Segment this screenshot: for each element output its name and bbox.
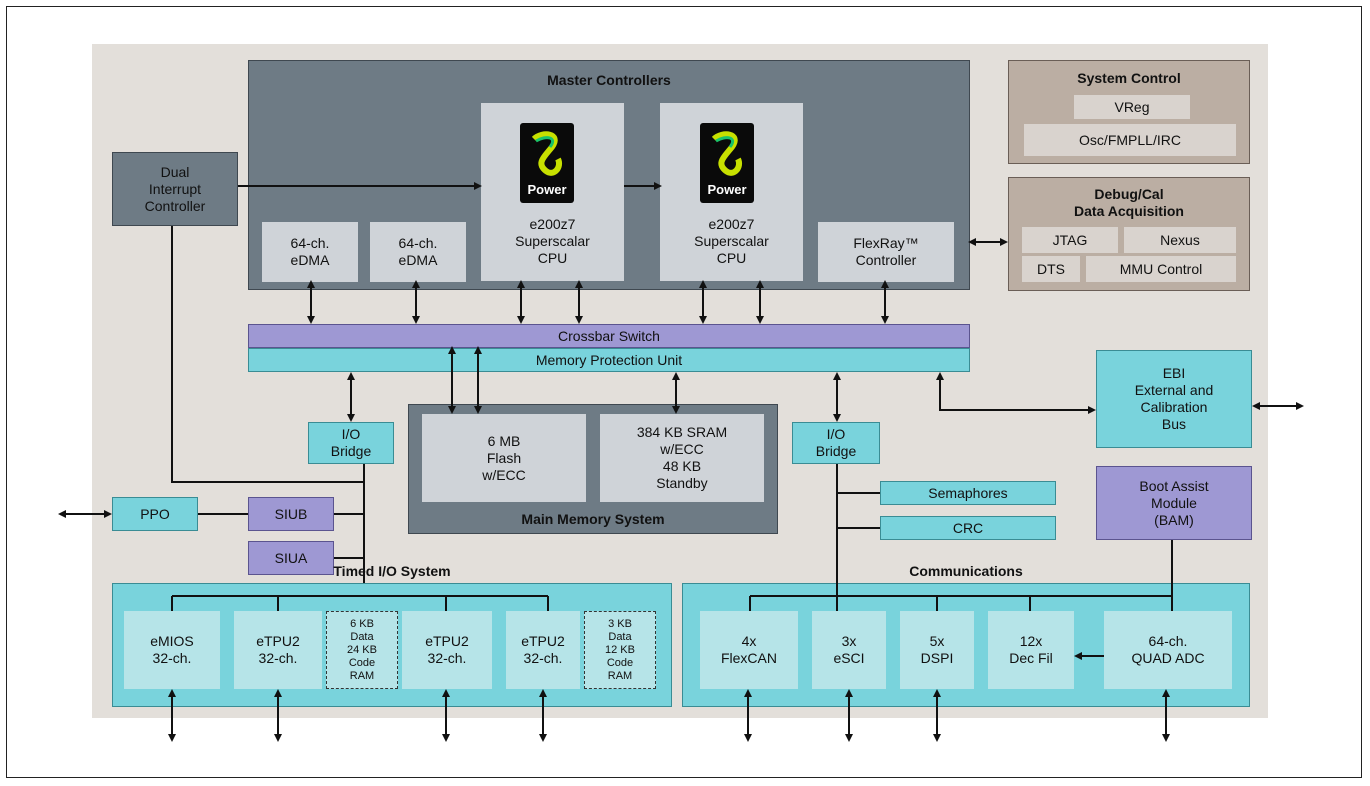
power-logo-2: Power	[700, 123, 754, 203]
edma-1: 64-ch. eDMA	[262, 222, 358, 282]
etpu-ram-2: 3 KB Data 12 KB Code RAM	[584, 611, 656, 689]
dspi: 5x DSPI	[900, 611, 974, 689]
crossbar-switch: Crossbar Switch	[248, 324, 970, 348]
etpu2-2: eTPU2 32-ch.	[402, 611, 492, 689]
etpu2-1: eTPU2 32-ch.	[234, 611, 322, 689]
power-logo-1: Power	[520, 123, 574, 203]
debug-title: Debug/Cal Data Acquisition	[1074, 186, 1184, 219]
mmu-control: MMU Control	[1086, 256, 1236, 282]
cpu-1-label: e200z7 Superscalar CPU	[515, 216, 590, 266]
power-swirl-icon	[531, 131, 562, 176]
main-memory-title: Main Memory System	[521, 511, 665, 527]
memory-protection-unit: Memory Protection Unit	[248, 348, 970, 372]
flexcan: 4x FlexCAN	[700, 611, 798, 689]
system-control-title: System Control	[1077, 70, 1181, 86]
ebi-block: EBI External and Calibration Bus	[1096, 350, 1252, 448]
boot-assist-module: Boot Assist Module (BAM)	[1096, 466, 1252, 540]
power-logo-1-text: Power	[527, 182, 567, 197]
master-controllers-title: Master Controllers	[547, 72, 671, 88]
dual-interrupt-controller: Dual Interrupt Controller	[112, 152, 238, 226]
osc-fmpll-irc: Osc/FMPLL/IRC	[1024, 124, 1236, 156]
semaphores: Semaphores	[880, 481, 1056, 505]
edma-2: 64-ch. eDMA	[370, 222, 466, 282]
jtag: JTAG	[1022, 227, 1118, 253]
dts: DTS	[1022, 256, 1080, 282]
power-logo-2-text: Power	[707, 182, 747, 197]
siua: SIUA	[248, 541, 334, 575]
dec-fil: 12x Dec Fil	[988, 611, 1074, 689]
emios: eMIOS 32-ch.	[124, 611, 220, 689]
quad-adc: 64-ch. QUAD ADC	[1104, 611, 1232, 689]
flexray-controller: FlexRay™ Controller	[818, 222, 954, 282]
siub: SIUB	[248, 497, 334, 531]
nexus: Nexus	[1124, 227, 1236, 253]
etpu2-3: eTPU2 32-ch.	[506, 611, 580, 689]
ppo: PPO	[112, 497, 198, 531]
esci: 3x eSCI	[812, 611, 886, 689]
flash-memory: 6 MB Flash w/ECC	[422, 414, 586, 502]
vreg: VReg	[1074, 95, 1190, 119]
io-bridge-right: I/O Bridge	[792, 422, 880, 464]
communications-title: Communications	[909, 563, 1023, 579]
etpu-ram-1: 6 KB Data 24 KB Code RAM	[326, 611, 398, 689]
crc: CRC	[880, 516, 1056, 540]
sram-memory: 384 KB SRAM w/ECC 48 KB Standby	[600, 414, 764, 502]
cpu-2-label: e200z7 Superscalar CPU	[694, 216, 769, 266]
power-swirl-icon	[711, 131, 742, 176]
io-bridge-left: I/O Bridge	[308, 422, 394, 464]
